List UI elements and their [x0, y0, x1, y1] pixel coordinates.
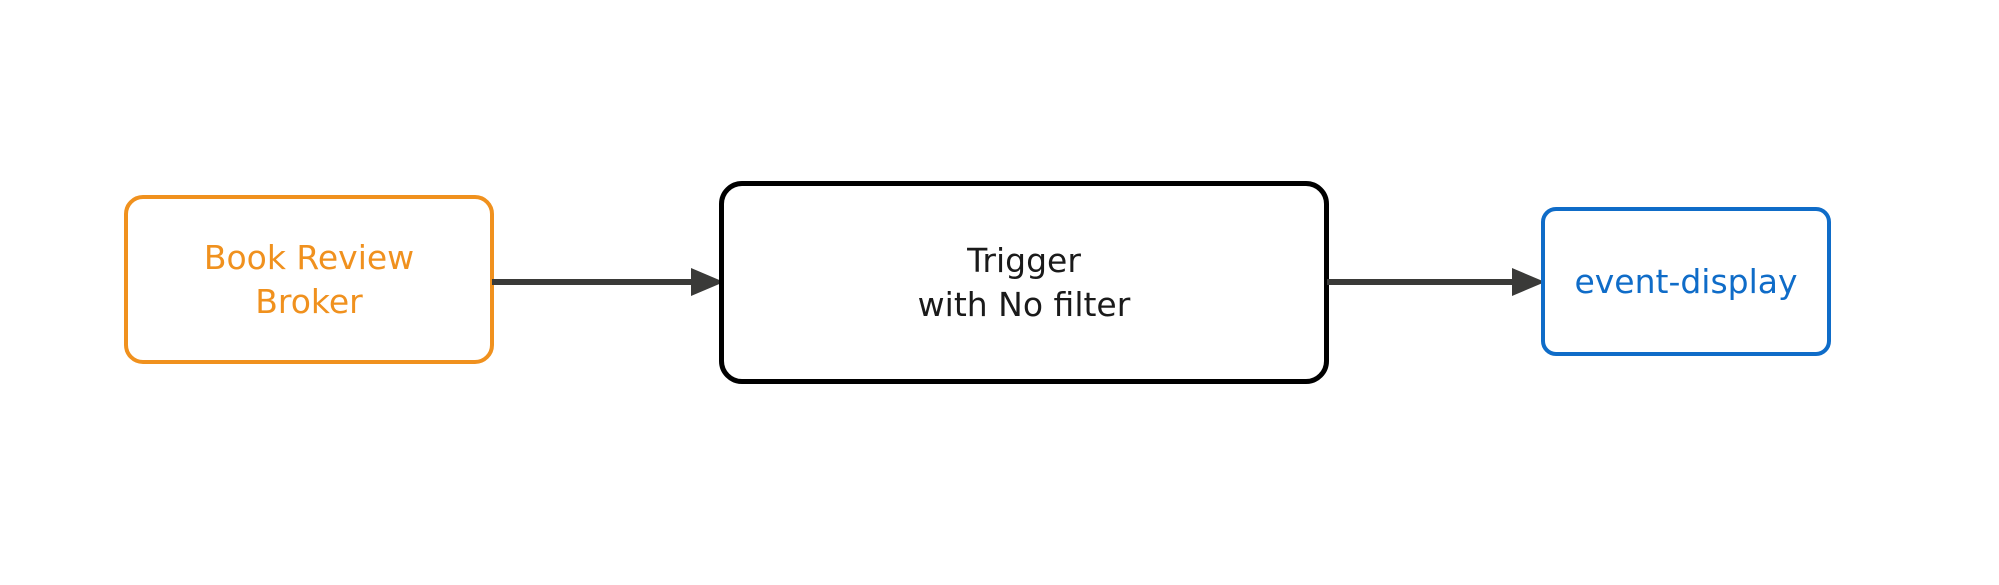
node-trigger-label-line-2: with No filter: [917, 284, 1131, 324]
arrowhead-icon: [1512, 268, 1545, 296]
edge-broker-to-trigger: [492, 266, 724, 298]
node-trigger-label-line-1: Trigger: [967, 240, 1081, 280]
node-broker-label-line-2: Broker: [255, 281, 363, 321]
arrowhead-icon: [691, 268, 724, 296]
node-event-display[interactable]: event-display: [1541, 207, 1831, 356]
edge-trigger-to-sink: [1327, 266, 1545, 298]
node-sink-label-line-1: event-display: [1574, 261, 1798, 301]
edge-broker-to-trigger-arrow-icon: [492, 268, 724, 296]
edge-trigger-to-sink-arrow-icon: [1327, 268, 1545, 296]
node-broker-label-line-1: Book Review: [203, 237, 415, 277]
node-trigger-with-no-filter[interactable]: Trigger with No filter: [719, 181, 1329, 384]
node-book-review-broker[interactable]: Book Review Broker: [124, 195, 494, 364]
